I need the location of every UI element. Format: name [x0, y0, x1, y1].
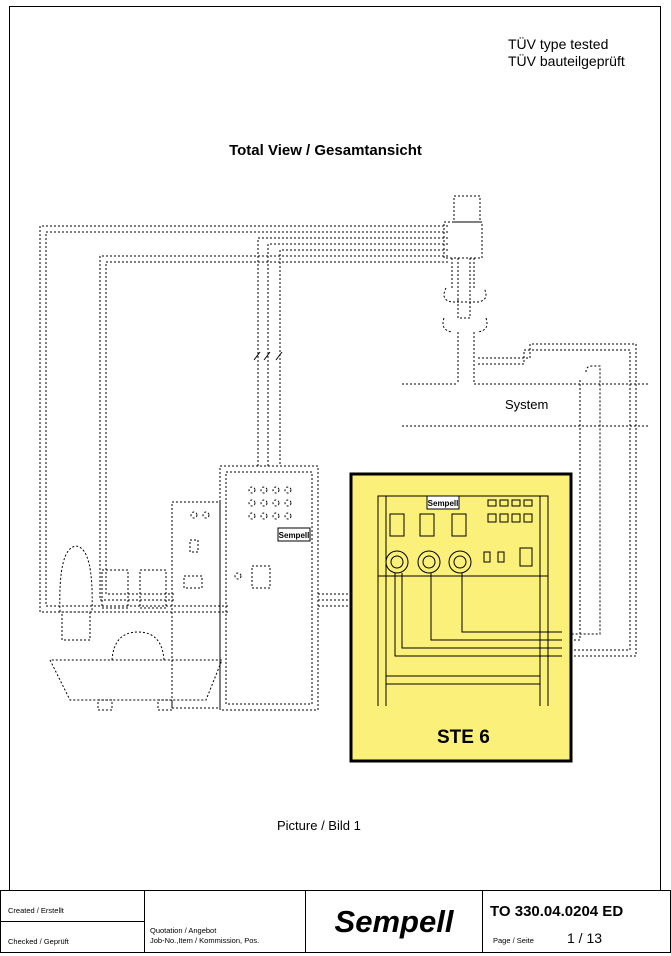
- created-label: Created / Erstellt: [8, 906, 64, 915]
- sempell-logo-text: Sempell: [335, 904, 455, 939]
- job-number-label: Job-No.,Item / Kommission, Pos.: [150, 936, 260, 945]
- ste-panel-nameplate: [426, 495, 460, 510]
- document-number: TO 330.04.0204 ED: [490, 903, 624, 920]
- system-label: System: [505, 397, 549, 412]
- ste-panel-nameplate-text: Sempell: [428, 499, 459, 508]
- control-cabinet-nameplate-text: Sempell: [279, 531, 310, 540]
- checked-label: Checked / Geprüft: [8, 937, 69, 946]
- tuv-type-tested-text: TÜV type tested: [508, 36, 609, 52]
- sempell-logo: Sempell: [335, 904, 455, 939]
- page-number: 1 / 13: [567, 930, 603, 946]
- diagram-title: Total View / Gesamtansicht: [229, 142, 422, 159]
- page-label: Page / Seite: [493, 936, 534, 945]
- ste-module-label: STE 6: [437, 727, 490, 748]
- ste-module-box: [349, 472, 573, 763]
- tuv-bauteilgeprueft-text: TÜV bauteilgeprüft: [508, 53, 625, 69]
- quotation-label: Quotation / Angebot: [150, 926, 217, 935]
- control-cabinet-nameplate: [277, 527, 311, 542]
- picture-caption: Picture / Bild 1: [277, 818, 361, 833]
